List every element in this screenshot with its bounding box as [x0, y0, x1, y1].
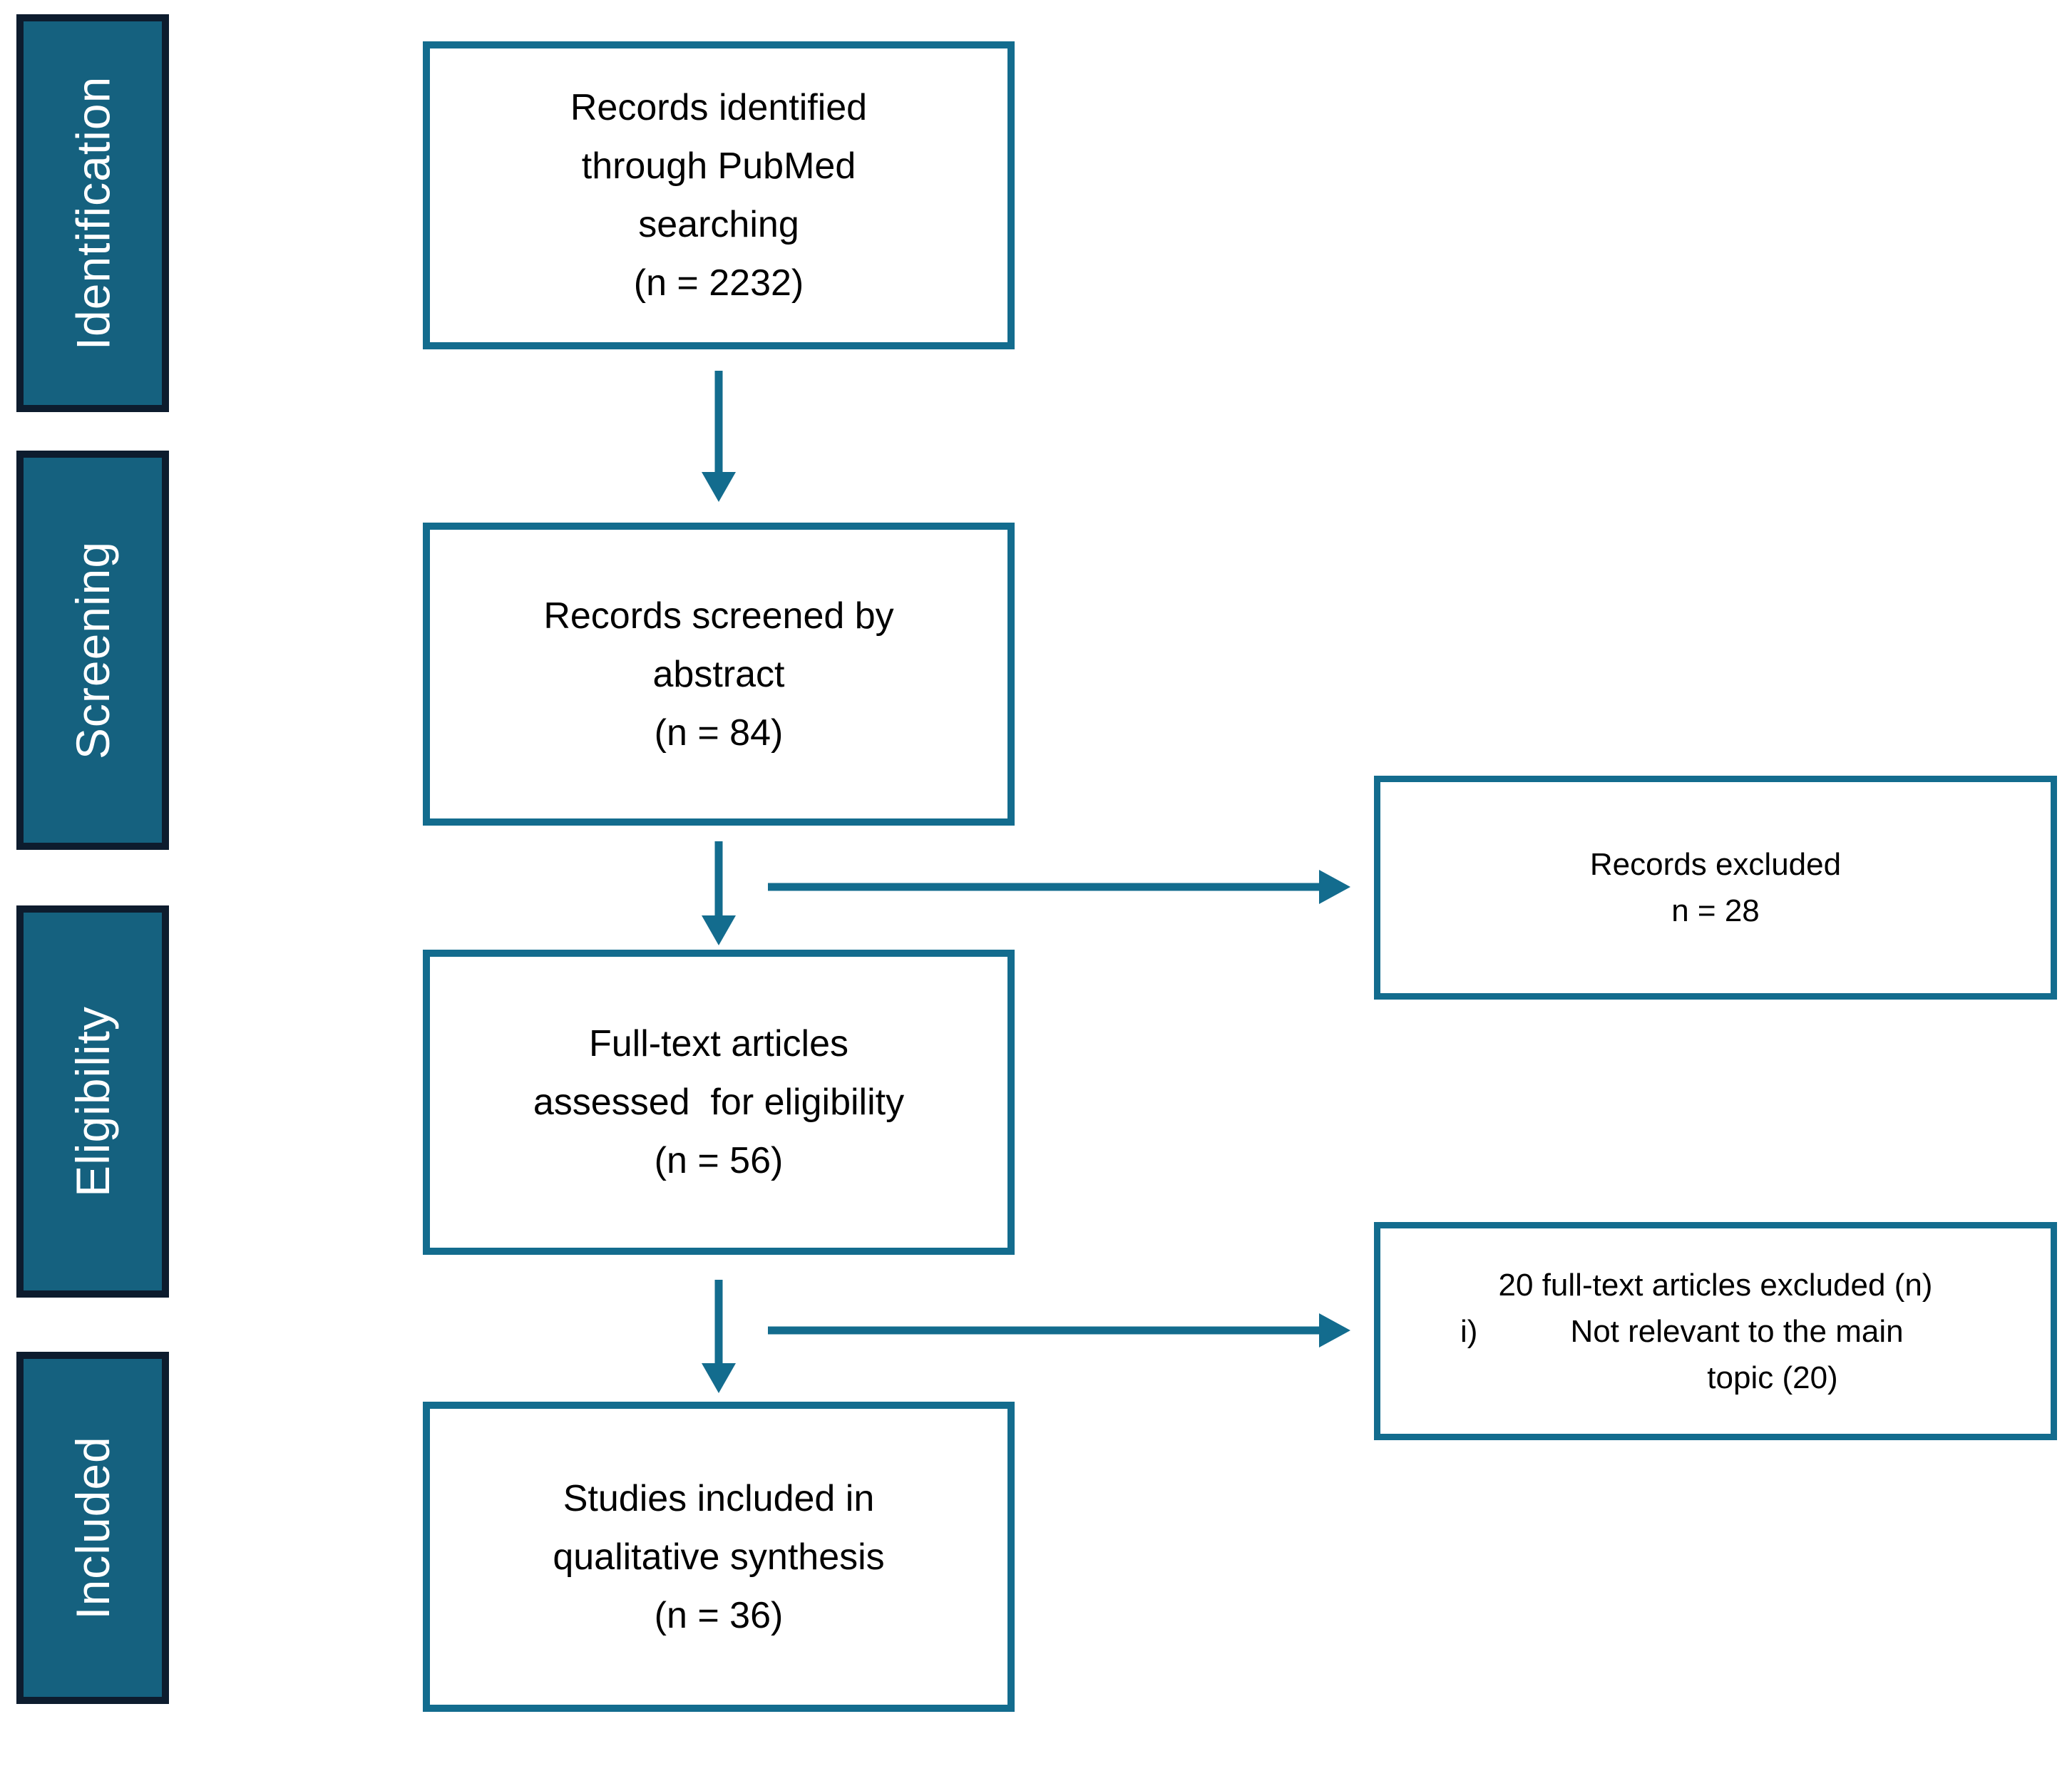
flow-box-line: Records identified — [570, 87, 868, 128]
flow-box-line: qualitative synthesis — [553, 1536, 885, 1578]
flow-box-line: Records screened by — [543, 595, 894, 637]
arrow-down-icon — [702, 472, 736, 502]
flow-box-line: abstract — [652, 653, 785, 695]
stage-label-eligibility: Eligibility — [66, 1006, 119, 1197]
stage-label-identification: Identification — [66, 76, 120, 351]
flow-box-line: Full-text articles — [588, 1023, 849, 1064]
exclusion-box-count: n = 28 — [1671, 893, 1760, 928]
arrow-fulltext-to-included — [702, 1280, 736, 1393]
exclusion-reason-item: i) Not relevant to the main — [1380, 1308, 2051, 1355]
flow-box-count: (n = 36) — [654, 1594, 784, 1636]
arrow-right-icon — [1319, 1313, 1350, 1348]
arrow-fulltext-to-fulltext-excluded — [768, 1313, 1350, 1348]
stage-bar-eligibility: Eligibility — [16, 905, 169, 1298]
arrow-screened-to-records-excluded — [768, 870, 1350, 904]
arrow-right-icon — [1319, 870, 1350, 904]
exclusion-box-line: Records excluded — [1589, 847, 1842, 882]
arrow-down-icon — [702, 1363, 736, 1393]
flow-box-count: (n = 56) — [654, 1140, 784, 1181]
exclusion-reason-text: Not relevant to the main — [1570, 1313, 1904, 1349]
exclusion-reason-text-continued: topic (20) — [1707, 1360, 1838, 1395]
arrow-identified-to-screened — [702, 371, 736, 502]
flow-box-line: searching — [638, 204, 799, 245]
exclusion-box-records-excluded: Records excluded n = 28 — [1374, 776, 2057, 1000]
exclusion-reason-marker: i) — [1460, 1313, 1478, 1349]
stage-bar-included: Included — [16, 1352, 169, 1704]
stage-bar-screening: Screening — [16, 451, 169, 850]
flow-box-studies-included: Studies included in qualitative synthesi… — [423, 1402, 1015, 1712]
flow-box-count: (n = 2232) — [633, 262, 804, 304]
flow-box-line: Studies included in — [563, 1477, 875, 1519]
flow-box-fulltext-assessed: Full-text articles assessed for eligibil… — [423, 950, 1015, 1255]
flow-box-records-identified: Records identified through PubMed search… — [423, 41, 1015, 349]
exclusion-box-fulltext-excluded: 20 full-text articles excluded (n) i) No… — [1374, 1222, 2057, 1440]
flow-box-line: through PubMed — [581, 145, 856, 187]
stage-label-included: Included — [66, 1436, 119, 1620]
flow-box-line: assessed for eligibility — [533, 1082, 905, 1123]
arrow-screened-to-fulltext — [702, 841, 736, 945]
flow-box-records-screened: Records screened by abstract (n = 84) — [423, 523, 1015, 826]
flow-box-count: (n = 84) — [654, 712, 784, 754]
arrow-down-icon — [702, 915, 736, 945]
stage-bar-identification: Identification — [16, 14, 169, 412]
exclusion-box-line: 20 full-text articles excluded (n) — [1498, 1267, 1933, 1303]
stage-label-screening: Screening — [66, 540, 120, 760]
